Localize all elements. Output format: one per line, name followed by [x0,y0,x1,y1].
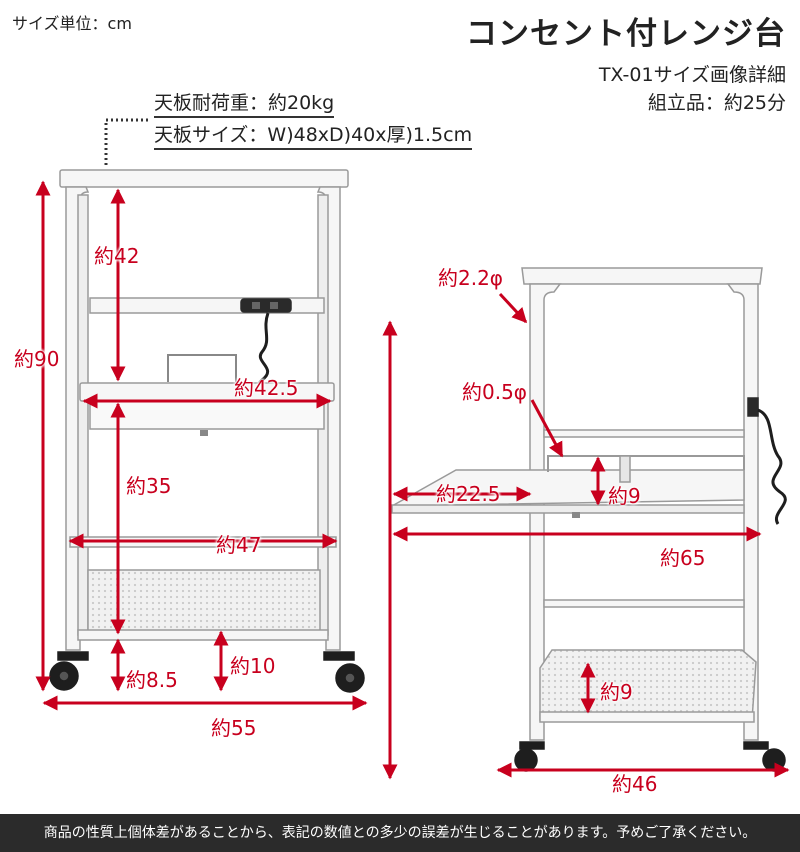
unit-note: サイズ単位：cm [12,14,132,33]
dim-front-h42: 約42 [94,244,140,268]
spec-top-size: 天板サイズ：W)48xD)40x厚)1.5cm [154,120,473,150]
dim-front-w55: 約55 [211,716,257,740]
assembly-time: 組立品：約25分 [647,92,786,114]
outlet-icon [240,298,292,313]
dim-front-w47: 約47 [216,533,262,557]
side-power-cord [757,408,787,525]
side-top-board [521,267,763,285]
dim-front-h8_5: 約8.5 [126,668,178,692]
dim-side-d22_5: 約22.5 [436,482,501,506]
side-caster-left [514,741,545,772]
arrow-side-pipe [498,292,528,324]
dim-front-w42_5: 約42.5 [234,376,299,400]
dim-side-h9b: 約9 [600,680,633,704]
side-caster-right [743,741,786,772]
dim-front-h35: 約35 [126,474,172,498]
front-wire-rack [167,354,237,382]
spec-leader [104,118,148,168]
dim-front-h10: 約10 [230,654,276,678]
dim-front-h90: 約90 [14,347,60,371]
dim-side-h9a: 約9 [608,484,641,508]
dim-side-d46: 約46 [612,772,658,796]
spec-load: 天板耐荷重：約20kg [154,88,335,118]
page-subtitle: TX-01サイズ画像詳細 [598,64,786,86]
side-wire-rack [547,455,745,472]
dim-side-wire: 約0.5φ [462,380,527,404]
side-bottom-mesh [539,649,757,721]
side-view-drawing [391,267,787,772]
front-caster-left [49,651,89,691]
dim-side-pipe: 約2.2φ [438,266,503,290]
footer-note: 商品の性質上個体差があることから、表記の数値との多少の誤差が生じることがあります… [0,814,800,852]
side-left-leg [529,283,562,741]
side-outlet-icon [747,397,759,417]
page-title: コンセント付レンジ台 [466,16,786,52]
front-caster-right [323,651,365,693]
dim-side-d65: 約65 [660,546,706,570]
arrow-side-wire [530,399,564,458]
front-top-board [59,169,349,188]
dimension-arrows [35,180,790,780]
front-bottom-mesh [87,569,321,639]
